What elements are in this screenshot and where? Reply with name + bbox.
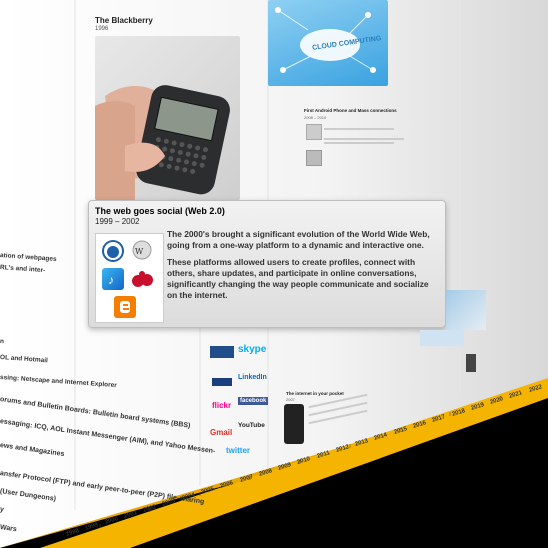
device-thumb[interactable] <box>466 354 476 372</box>
linkedin-logo[interactable]: LinkedIn <box>238 374 267 381</box>
event-popup-web2[interactable]: The web goes social (Web 2.0) 1999 – 200… <box>88 200 446 328</box>
android-text-line <box>324 128 394 130</box>
android-phone-thumb[interactable] <box>306 124 322 140</box>
iphone-image[interactable] <box>284 404 304 444</box>
wikipedia-icon: W <box>130 240 154 262</box>
blogger-icon <box>114 296 136 318</box>
svg-text:W: W <box>135 247 144 256</box>
popup-paragraph-2: These platforms allowed users to create … <box>167 257 429 300</box>
blackberry-date: 1996 <box>95 26 109 32</box>
myspace-icon <box>130 268 154 290</box>
android-card-date: 2008 – 2010 <box>304 115 327 120</box>
facebook-logo[interactable]: facebook <box>238 397 269 405</box>
infographic-thumb[interactable] <box>446 290 486 330</box>
youtube-logo[interactable]: YouTube <box>238 422 265 429</box>
itunes-icon: ♪ <box>102 268 124 290</box>
skype-logo[interactable]: skype <box>238 344 267 355</box>
android-text-line <box>324 142 394 144</box>
napster-icon <box>102 240 124 262</box>
android-device-thumb[interactable] <box>306 150 322 166</box>
timeline-band <box>40 378 548 548</box>
infographic-thumb-2[interactable] <box>420 330 464 346</box>
twitter-logo[interactable]: twitter <box>226 446 250 455</box>
svg-text:♪: ♪ <box>108 273 114 287</box>
blackberry-title: The Blackberry <box>95 16 153 25</box>
blackberry-photo[interactable] <box>95 36 240 200</box>
popup-title: The web goes social (Web 2.0) <box>95 206 225 216</box>
cloud-network-graphic <box>275 7 376 73</box>
windows-live-icon[interactable] <box>210 346 234 358</box>
iphone-card-title: The internet in your pocket <box>286 391 344 396</box>
flickr-logo[interactable]: flickr <box>212 401 232 410</box>
popup-paragraph-1: The 2000's brought a significant evoluti… <box>167 229 430 250</box>
left-list-item: n <box>0 338 5 346</box>
android-text-line <box>324 138 404 140</box>
popup-body: The 2000's brought a significant evoluti… <box>167 229 439 307</box>
site-logo-icon[interactable] <box>212 378 232 386</box>
gmail-logo[interactable]: Gmail <box>210 428 233 437</box>
iphone-card-date: 2007 <box>286 397 295 402</box>
blackberry-image <box>95 85 230 200</box>
android-card-title: First Android Phone and Mass connections <box>304 108 397 113</box>
popup-dates: 1999 – 2002 <box>95 217 140 226</box>
cloud-computing-image[interactable]: CLOUD COMPUTING <box>268 0 388 86</box>
popup-icon-grid: W ♪ <box>95 233 164 323</box>
